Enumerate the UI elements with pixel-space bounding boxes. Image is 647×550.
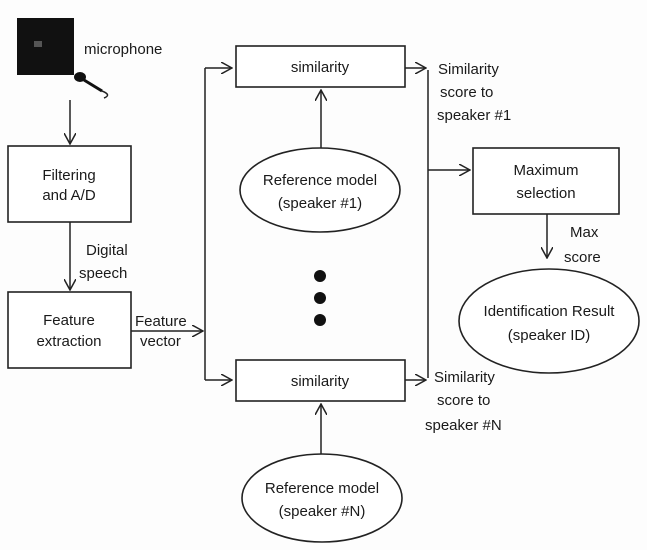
refN-label-line1: Reference model: [265, 480, 379, 497]
filtering-label-line2: and A/D: [42, 187, 96, 204]
scoreN-label-line1: Similarity: [434, 369, 495, 386]
score1-label-line1: Similarity: [438, 61, 499, 78]
similarity-bottom-label: similarity: [291, 373, 350, 390]
microphone-icon: [74, 72, 109, 99]
feature-extraction-label-line1: Feature: [43, 312, 95, 329]
microphone-label: microphone: [84, 41, 162, 58]
digital-speech-label-line2: speech: [79, 265, 127, 282]
similarity-box-bottom: similarity: [235, 359, 406, 402]
max-selection-label-line1: Maximum: [513, 162, 578, 179]
feature-extraction-box: Feature extraction: [7, 291, 132, 369]
audio-device-icon: [17, 18, 74, 75]
score1-label-line2: score to: [440, 84, 493, 101]
scoreN-label-line3: speaker #N: [425, 417, 502, 434]
scoreN-label-line2: score to: [437, 392, 490, 409]
result-label-line1: Identification Result: [484, 303, 616, 320]
score1-label-line3: speaker #1: [437, 107, 511, 124]
feature-extraction-label-line2: extraction: [36, 333, 101, 350]
max-score-label-line2: score: [564, 249, 601, 266]
feature-vector-label-line2: vector: [140, 333, 181, 350]
maximum-selection-box: Maximum selection: [472, 147, 620, 215]
filtering-label-line1: Filtering: [42, 167, 95, 184]
digital-speech-label-line1: Digital: [86, 242, 128, 259]
feature-vector-label-line1: Feature: [135, 313, 187, 330]
identification-result: Identification Result (speaker ID): [458, 268, 640, 374]
reference-model-n: Reference model (speaker #N): [241, 453, 403, 543]
max-score-label-line1: Max: [570, 224, 599, 241]
similarity-box-top: similarity: [235, 45, 406, 88]
result-label-line2: (speaker ID): [508, 327, 591, 344]
ellipsis-dots: [314, 270, 326, 326]
refN-label-line2: (speaker #N): [279, 503, 366, 520]
reference-model-1: Reference model (speaker #1): [239, 147, 401, 233]
max-selection-label-line2: selection: [516, 185, 575, 202]
ref1-label-line1: Reference model: [263, 172, 377, 189]
similarity-top-label: similarity: [291, 59, 350, 76]
filtering-ad-box: Filtering and A/D: [7, 145, 132, 223]
ref1-label-line2: (speaker #1): [278, 195, 362, 212]
